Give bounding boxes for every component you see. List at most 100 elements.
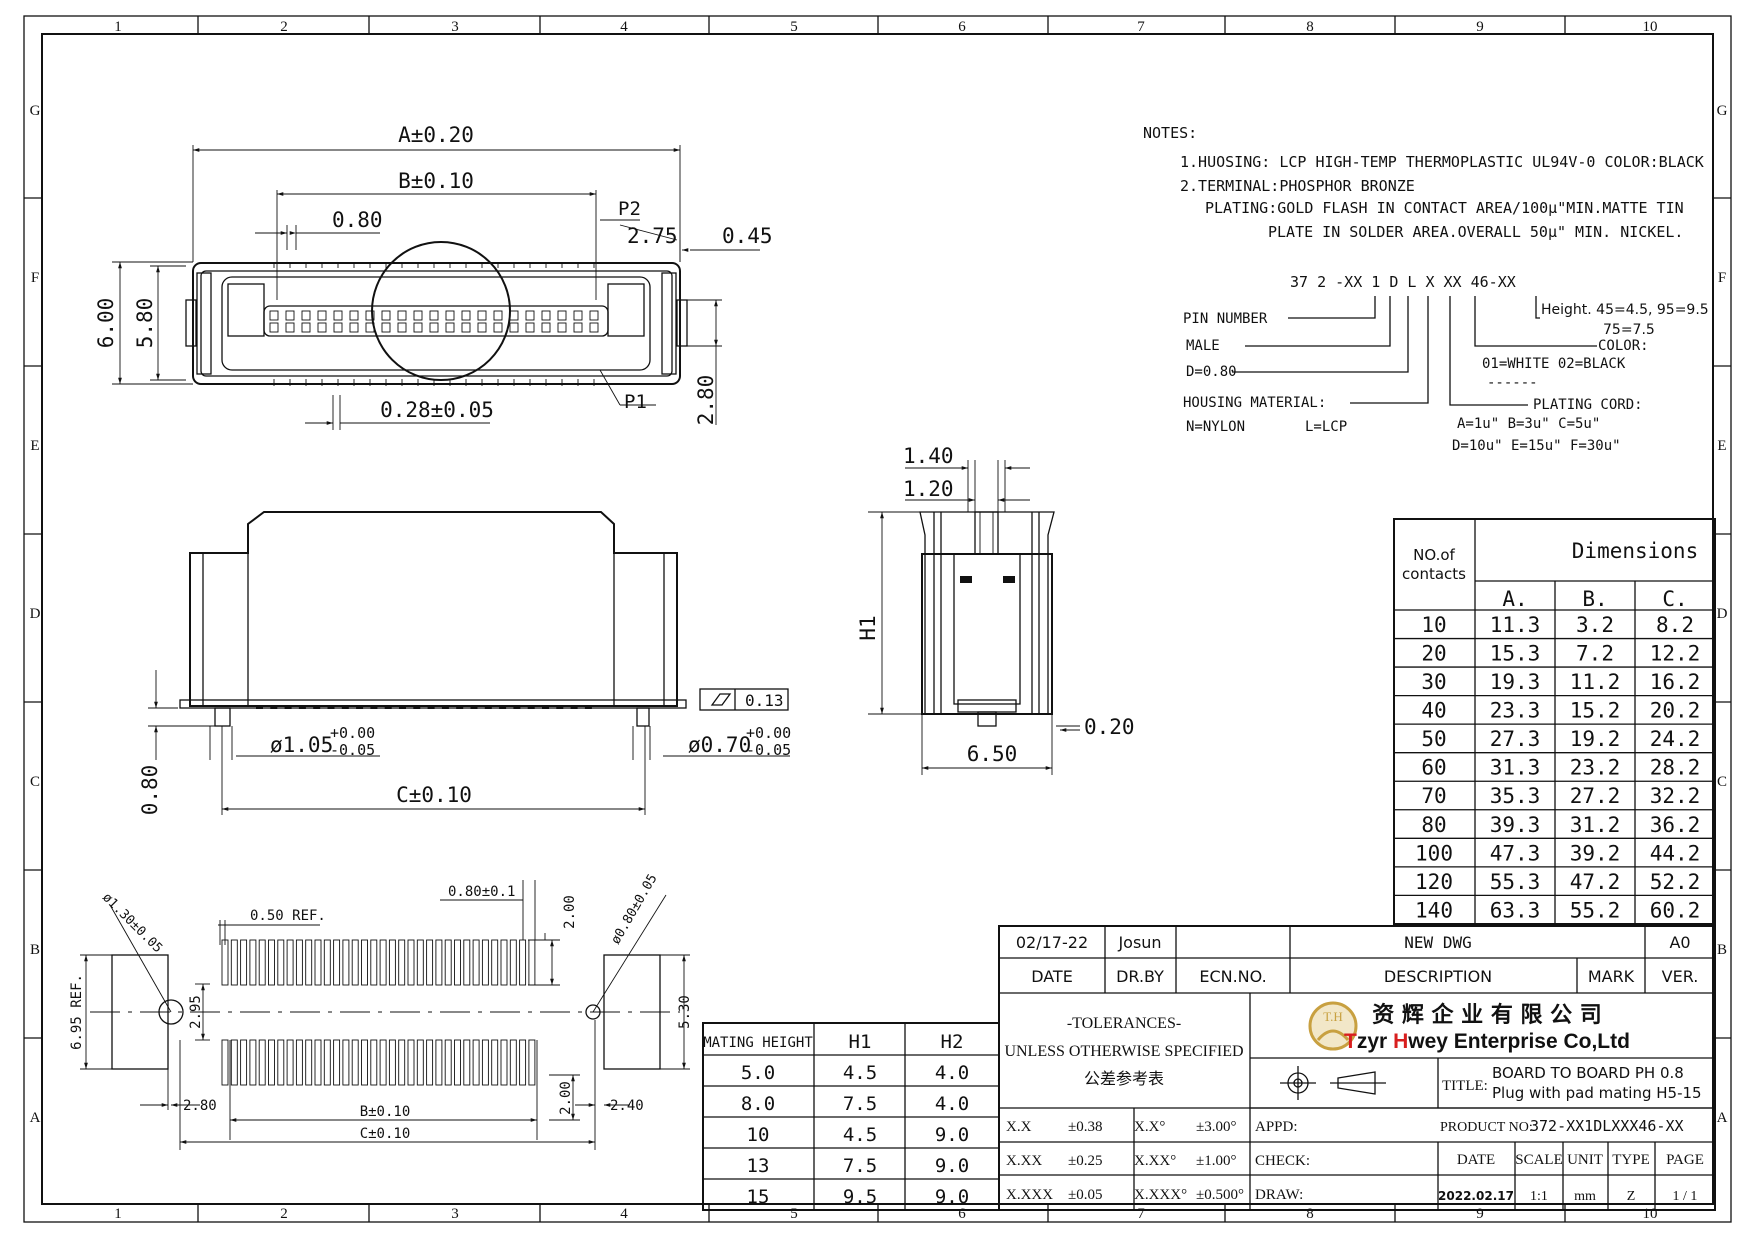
pcb-pad: [472, 939, 480, 986]
dim-cell: 23.2: [1570, 756, 1621, 780]
dim-120-label: 1.20: [903, 477, 954, 501]
tolerance-cell: ±0.25: [1068, 1153, 1102, 1169]
hole-small-label: ø0.80±0.05: [608, 872, 660, 947]
company-en: Tzyr Hwey Enterprise Co,Ltd: [1344, 1030, 1630, 1053]
dim-col-header: A.: [1502, 587, 1527, 611]
col-label: 2: [280, 1206, 288, 1222]
dim-cell: 47.2: [1570, 870, 1621, 894]
mating-cell: 9.0: [935, 1155, 969, 1177]
tolerance-cell: ±1.00°: [1196, 1153, 1236, 1169]
dim-cell: 39.3: [1490, 813, 1541, 837]
contact-slot: [397, 310, 407, 321]
contact-slot: [541, 322, 551, 333]
dim-295-label: 2.95: [188, 995, 204, 1029]
dimensions-title: Dimensions: [1572, 539, 1698, 563]
dim-cell: 63.3: [1490, 898, 1541, 922]
notes-title: NOTES:: [1143, 124, 1197, 142]
contact-slot: [541, 310, 551, 321]
pcb-pad: [268, 939, 275, 986]
dim-cell: 120: [1415, 870, 1453, 894]
pcb-pad: [416, 1039, 424, 1086]
pcb-pad: [398, 939, 406, 986]
notes-block: NOTES: 1.HUOSING: LCP HIGH-TEMP THERMOPL…: [1143, 124, 1704, 241]
pcb-pad: [277, 939, 285, 986]
dim-cell: 140: [1415, 898, 1453, 922]
val-date: 2022.02.17: [1438, 1189, 1514, 1203]
pcb-pad: [333, 1039, 341, 1086]
projection-symbol-icon: [1280, 1066, 1386, 1100]
dashes: ------: [1487, 375, 1538, 391]
contact-slot: [445, 322, 455, 333]
pitch-label: 0.80: [332, 208, 383, 232]
row-label: E: [30, 438, 39, 454]
hdr-mark: MARK: [1588, 967, 1635, 986]
pcb-pad: [305, 1039, 313, 1086]
dim-cell: 16.2: [1650, 670, 1701, 694]
peg-small-tol: +0.00: [746, 724, 791, 742]
front-view: 0.13 ø1.05 +0.00 -0.05 ø0.70 +0.00 -0.05…: [138, 511, 791, 815]
hdr-ecn: ECN.NO.: [1199, 967, 1266, 986]
dim-275-label: 2.75: [627, 224, 678, 248]
pcb-pad: [249, 1039, 257, 1086]
p2-label: P2: [618, 198, 641, 220]
dim-cell: 44.2: [1650, 841, 1701, 865]
tolerance-cell: X.X°: [1134, 1119, 1165, 1135]
pcb-pad: [500, 939, 508, 986]
mating-cell: 15: [747, 1186, 770, 1208]
dim-240-label: 2.40: [610, 1098, 644, 1114]
pcb-pad: [398, 1039, 406, 1086]
pcb-pad: [426, 1039, 434, 1086]
val-page: 1 / 1: [1673, 1189, 1698, 1204]
pcb-pad: [333, 939, 341, 986]
note-line: PLATE IN SOLDER AREA.OVERALL 50µ" MIN. N…: [1268, 223, 1683, 241]
dim-cell: 27.2: [1570, 784, 1621, 808]
front-pin: [441, 706, 449, 709]
front-pin: [413, 706, 421, 709]
mating-cell: 4.0: [935, 1062, 969, 1084]
mating-cell: 10: [747, 1124, 770, 1146]
rev-by: Josun: [1117, 933, 1161, 952]
tolerance-cell: X.XXX: [1006, 1187, 1053, 1203]
dim-695-label: 6.95 REF.: [69, 974, 85, 1050]
frame-row-labels: G F E D C B A G F E D C B A: [30, 103, 1728, 1126]
dim-b-label: B±0.10: [360, 1104, 411, 1120]
company-cn: 资 辉 企 业 有 限 公 司: [1372, 1002, 1602, 1028]
front-pin: [513, 706, 521, 709]
dim-020-label: 0.20: [1084, 715, 1135, 739]
pcb-pad: [491, 1039, 499, 1086]
pcb-pad: [463, 939, 471, 986]
pcb-pad: [388, 939, 396, 986]
dim-cell: 15.2: [1570, 699, 1621, 723]
top-view: A±0.20 B±0.10 0.80 P2 2.75 0.45 6.00 5.8…: [94, 123, 773, 430]
pcb-pad: [519, 939, 527, 986]
pcb-pad: [258, 1039, 266, 1086]
contact-slot: [477, 310, 487, 321]
dim-600-label: 6.00: [94, 298, 118, 349]
row-label: G: [1717, 103, 1728, 119]
hdr-drby: DR.BY: [1116, 967, 1164, 986]
contact-slot: [285, 310, 295, 321]
dim-cell: 32.2: [1650, 784, 1701, 808]
hdr-page: PAGE: [1666, 1152, 1704, 1168]
pcb-pad: [528, 939, 536, 986]
tolerance-cell: X.XXX°: [1134, 1187, 1187, 1203]
contact-slot: [461, 310, 471, 321]
pcb-pad: [370, 939, 378, 986]
dim-cell: 11.2: [1570, 670, 1621, 694]
front-pin: [584, 706, 592, 709]
plating-label: PLATING CORD:: [1533, 397, 1643, 413]
val-scale: 1:1: [1530, 1189, 1548, 1204]
contact-slot: [269, 322, 279, 333]
pcb-pad: [314, 939, 322, 986]
col-label: 7: [1137, 1206, 1145, 1222]
check-label: CHECK:: [1255, 1153, 1310, 1169]
contact-slot: [429, 310, 439, 321]
dim-cell: 40: [1421, 699, 1446, 723]
dim-col-header: B.: [1582, 587, 1607, 611]
contact-slot: [317, 322, 327, 333]
contact-slot: [349, 310, 359, 321]
pcb-pad: [268, 1039, 275, 1086]
pad-width-label: 0.80±0.1: [448, 884, 515, 900]
dim-cell: 24.2: [1650, 727, 1701, 751]
